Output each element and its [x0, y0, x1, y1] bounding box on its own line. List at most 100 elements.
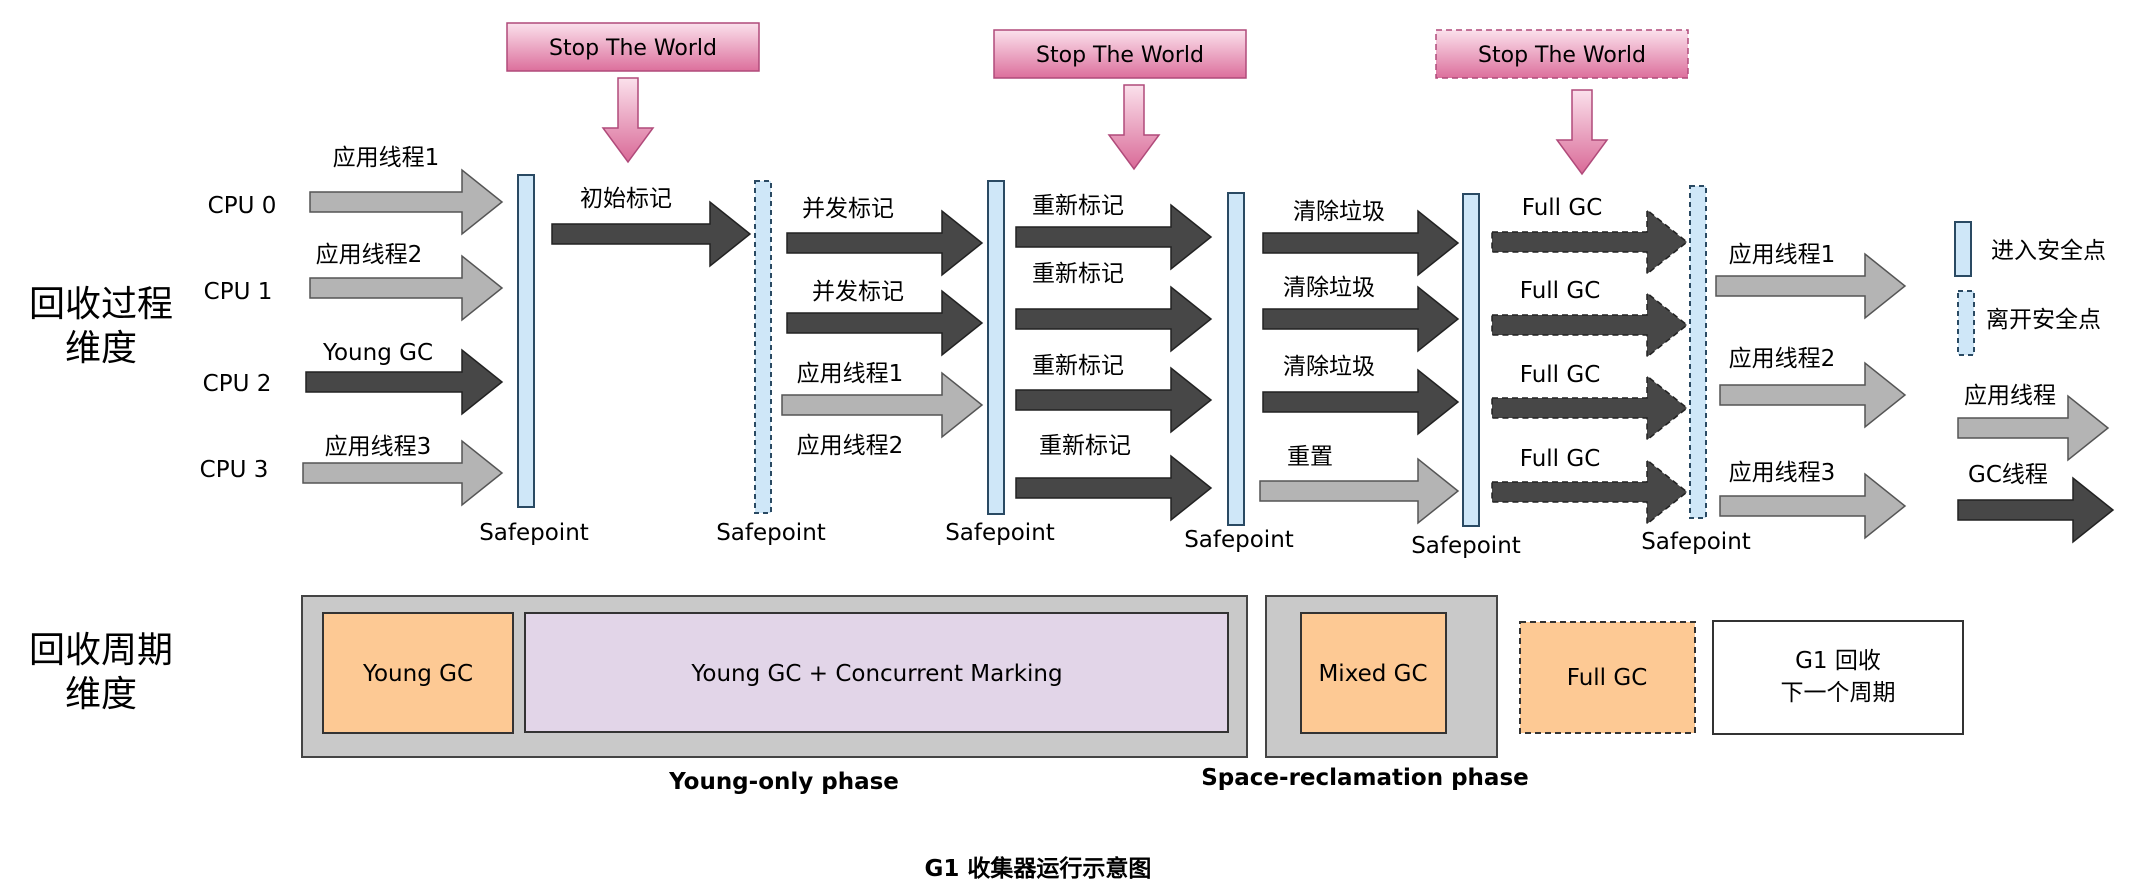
arrow-label: 应用线程1	[333, 145, 440, 171]
gc-thread-arrow	[551, 200, 752, 268]
arrow-label: 应用线程1	[1729, 242, 1836, 268]
arrow-label: 清除垃圾	[1293, 199, 1385, 225]
dim-cycle-line1: 回收周期	[29, 630, 173, 671]
arrow-label: 并发标记	[812, 279, 904, 305]
gc-thread-arrow	[1015, 285, 1213, 353]
safepoint-label: Safepoint	[1184, 527, 1294, 553]
legend-leave-swatch	[1957, 290, 1975, 356]
mixed-gc-label: Mixed GC	[1318, 661, 1427, 687]
stw-label: Stop The World	[549, 36, 717, 61]
gc-thread-arrow	[305, 348, 504, 416]
dim-cycle-line2: 维度	[65, 674, 137, 715]
concurrent-marking-label: Young GC + Concurrent Marking	[690, 661, 1062, 687]
full-gc-arrow	[1491, 291, 1689, 359]
app-thread-arrow	[1715, 252, 1907, 320]
arrow-label: 应用线程2	[316, 242, 423, 268]
arrow-label: Young GC	[322, 340, 433, 366]
gc-thread-arrow	[1015, 366, 1213, 434]
next-cycle-line1: G1 回收	[1795, 648, 1881, 674]
gc-thread-arrow	[1015, 203, 1213, 271]
gc-thread-arrow	[1262, 285, 1460, 353]
next-cycle-box	[1712, 620, 1964, 735]
arrow-label: Full GC	[1520, 362, 1601, 388]
safepoint-enter-bar	[517, 174, 535, 508]
full-gc-arrow	[1491, 374, 1689, 442]
legend-leave-label: 离开安全点	[1986, 307, 2101, 333]
space-reclamation-phase: Mixed GC	[1265, 595, 1498, 758]
young-gc-box	[322, 612, 514, 734]
app-thread-arrow	[1719, 361, 1907, 429]
legend-app-arrow	[1957, 394, 2110, 462]
arrow-label: 应用线程2	[1729, 346, 1836, 372]
arrow-label: 并发标记	[802, 196, 894, 222]
safepoint-leave-bar	[754, 180, 772, 514]
safepoint-leave-bar	[1689, 185, 1707, 519]
arrow-label: Full GC	[1522, 195, 1603, 221]
legend-enter-label: 进入安全点	[1991, 238, 2106, 264]
app-thread-arrow	[1719, 472, 1907, 540]
legend: 进入安全点 离开安全点 应用线程 GC线程	[1954, 221, 2115, 544]
safepoint-enter-bar	[1227, 192, 1245, 526]
safepoint-enter-bar	[1462, 193, 1480, 527]
arrow-label: Full GC	[1520, 446, 1601, 472]
arrow-label: Full GC	[1520, 278, 1601, 304]
safepoint-label: Safepoint	[1411, 533, 1521, 559]
stw-banner-3: Stop The World	[1435, 29, 1689, 176]
stw-down-arrow	[1555, 89, 1609, 176]
stw-banner-1: Stop The World	[506, 22, 760, 164]
cpu-label: CPU 1	[204, 279, 273, 305]
mixed-gc-box	[1300, 612, 1447, 734]
space-reclamation-phase-label: Space-reclamation phase	[1201, 765, 1529, 791]
full-gc-label: Full GC	[1567, 665, 1648, 691]
cpu-label: CPU 2	[203, 371, 272, 397]
arrow-label: 应用线程2	[797, 433, 904, 459]
legend-gc-arrow	[1957, 476, 2115, 544]
dim-process-line2: 维度	[65, 328, 137, 369]
stw-label: Stop The World	[1478, 43, 1646, 68]
stw-label: Stop The World	[1036, 43, 1204, 68]
young-gc-label: Young GC	[362, 661, 473, 687]
legend-gc-label: GC线程	[1968, 462, 2048, 488]
arrow-label: 清除垃圾	[1283, 275, 1375, 301]
safepoint-label: Safepoint	[716, 520, 826, 546]
full-gc-arrow	[1491, 208, 1689, 276]
app-thread-arrow	[309, 254, 504, 322]
arrow-label: 重新标记	[1032, 261, 1124, 287]
stw-down-arrow	[1107, 84, 1161, 171]
stw-down-arrow	[601, 77, 655, 164]
full-gc-box	[1519, 621, 1696, 734]
full-gc-arrow	[1491, 458, 1689, 526]
concurrent-marking-box	[524, 612, 1229, 733]
legend-enter-swatch	[1954, 221, 1972, 277]
gc-thread-arrow	[1015, 454, 1213, 522]
young-only-phase-label: Young-only phase	[668, 769, 899, 795]
safepoint-label: Safepoint	[945, 520, 1055, 546]
gc-thread-arrow	[1262, 368, 1460, 436]
diagram-caption: G1 收集器运行示意图	[925, 855, 1152, 882]
gc-thread-arrow	[1262, 209, 1460, 277]
safepoint-enter-bar	[987, 180, 1005, 515]
stw-banner-2: Stop The World	[993, 29, 1247, 171]
app-thread-arrow	[1259, 457, 1460, 525]
arrow-label: 重新标记	[1039, 433, 1131, 459]
arrow-label: 清除垃圾	[1283, 354, 1375, 380]
cpu-label: CPU 3	[200, 457, 269, 483]
safepoint-label: Safepoint	[479, 520, 589, 546]
dim-process-line1: 回收过程	[29, 284, 173, 325]
app-thread-arrow	[309, 168, 504, 236]
arrow-label: 应用线程3	[1729, 460, 1836, 486]
app-thread-arrow	[302, 439, 504, 507]
arrow-label: 初始标记	[580, 186, 672, 212]
arrow-label: 应用线程3	[325, 434, 432, 460]
young-only-phase: Young GC Young GC + Concurrent Marking	[301, 595, 1248, 758]
app-thread-arrow	[781, 371, 984, 439]
gc-thread-arrow	[786, 209, 984, 277]
legend-app-label: 应用线程	[1964, 383, 2056, 409]
arrow-label: 重置	[1287, 444, 1333, 470]
next-cycle-line2: 下一个周期	[1781, 680, 1896, 706]
arrow-label: 重新标记	[1032, 353, 1124, 379]
arrow-label: 重新标记	[1032, 193, 1124, 219]
safepoint-label: Safepoint	[1641, 529, 1751, 555]
arrow-label: 应用线程1	[797, 361, 904, 387]
